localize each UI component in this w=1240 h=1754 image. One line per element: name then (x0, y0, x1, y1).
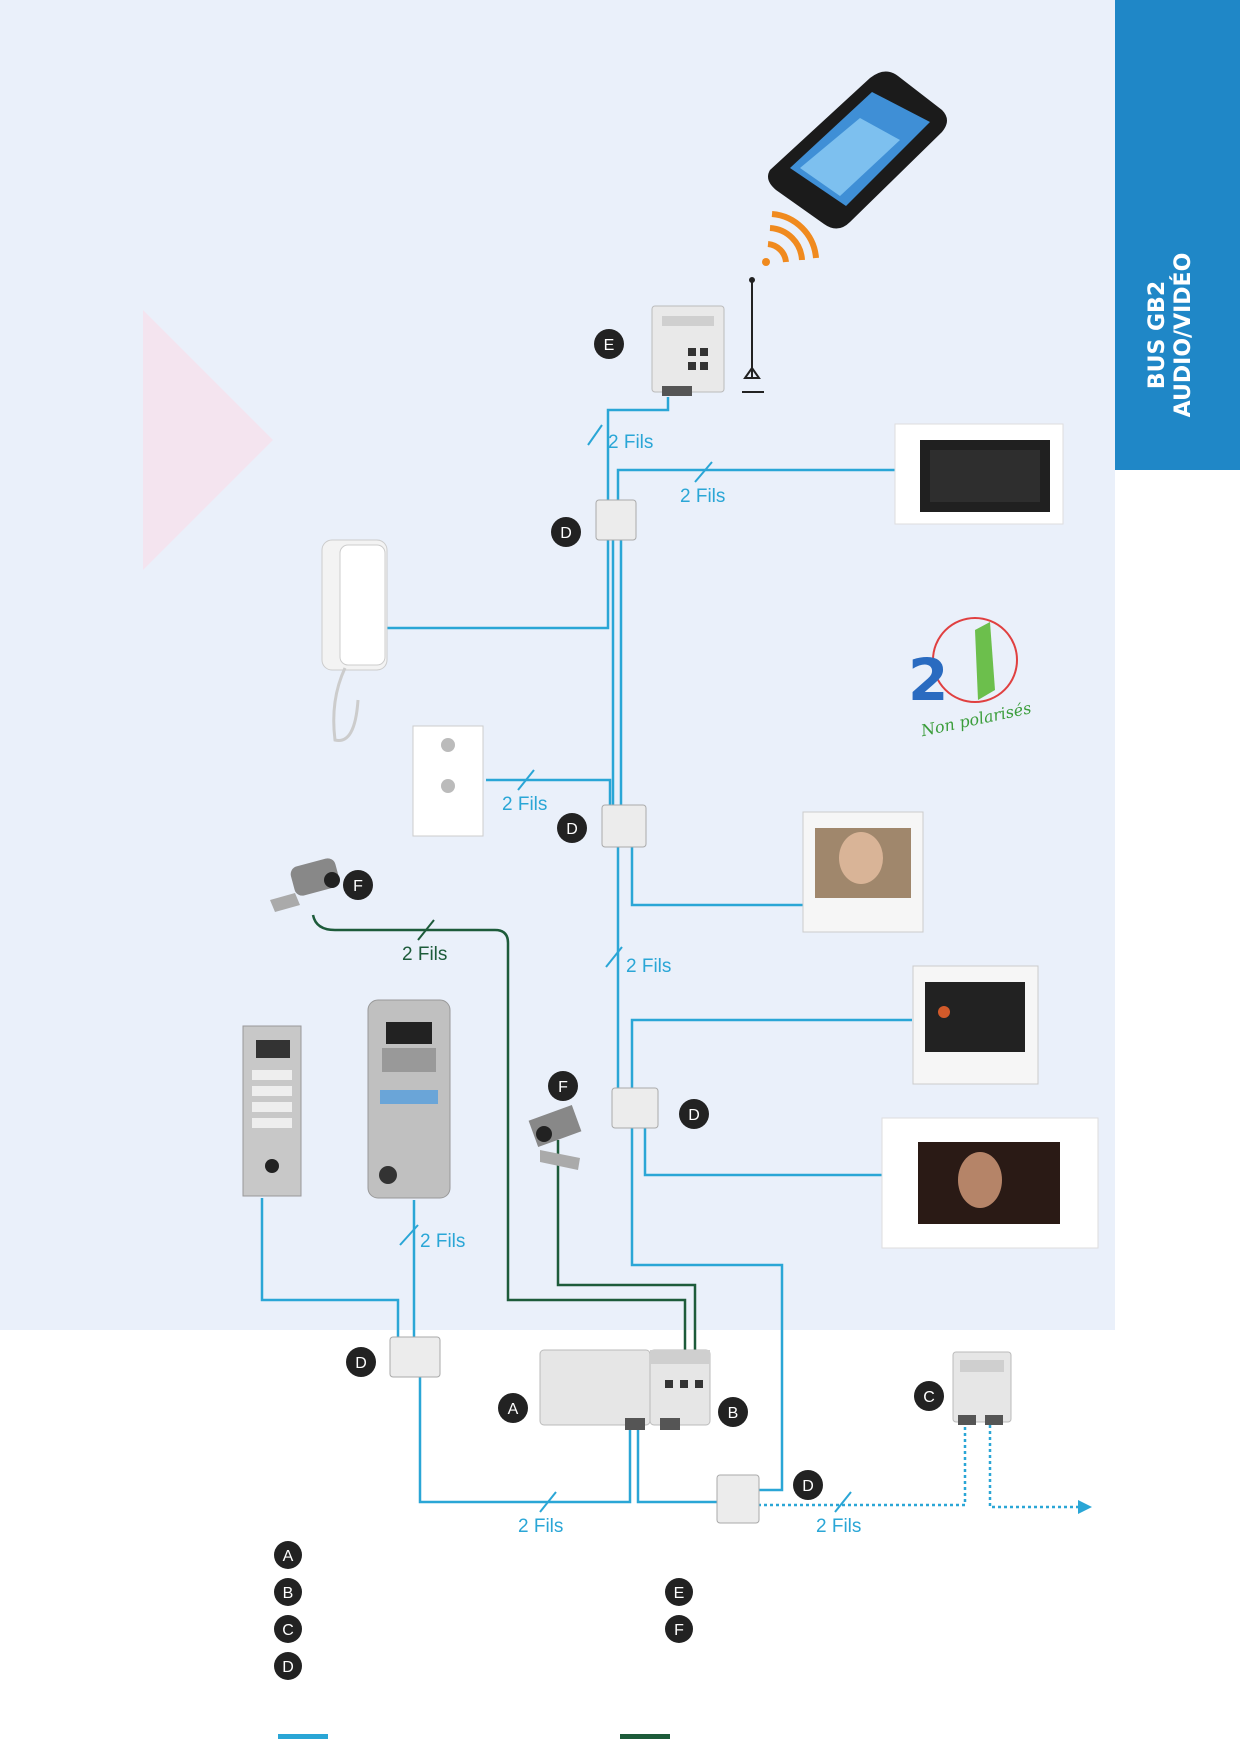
continuation-arrow-icon (1078, 1500, 1092, 1514)
marker-e: E (604, 337, 615, 354)
wire-camera1-b (311, 914, 687, 1352)
non-polarized-badge: 2 Non polarisés (908, 617, 1033, 740)
splitter-d5 (716, 1474, 760, 1524)
power-supply-a-b (539, 1349, 711, 1430)
marker-f2: F (558, 1079, 568, 1096)
camera-1 (270, 858, 340, 912)
camera-wires (311, 914, 697, 1352)
wire-camera2-b (556, 1140, 697, 1352)
wall-push-panel (412, 725, 484, 837)
legend-marker-d: D (282, 1659, 294, 1676)
wire-d5-c (758, 1425, 967, 1507)
marker-d3: D (688, 1107, 700, 1124)
splitter-d2 (601, 804, 647, 848)
decorative-triangle (143, 310, 273, 570)
markers: E D D F F D D A B C D A B C D E F (274, 329, 944, 1680)
monitor-touchscreen-1 (894, 423, 1064, 525)
wire-e-d1 (606, 397, 670, 508)
marker-d5: D (802, 1478, 814, 1495)
legend-marker-e: E (674, 1585, 685, 1602)
wire-label-4: 2 Fils (626, 956, 671, 977)
splitter-d1 (595, 499, 637, 541)
wire-d4-a (418, 1375, 632, 1504)
marker-a: A (508, 1401, 519, 1418)
marker-f1: F (353, 878, 363, 895)
wire-label-5: 2 Fils (420, 1231, 465, 1252)
wire-label-6: 2 Fils (518, 1516, 563, 1537)
wire-d3-monitor4 (643, 1125, 882, 1177)
splitter-d4 (389, 1336, 441, 1378)
wire-station1-d4 (260, 1198, 400, 1338)
wire-d3-d5 (630, 1128, 784, 1492)
diagram-background (0, 0, 1115, 1330)
antenna-icon (742, 277, 764, 393)
wire-d1-handset (385, 536, 610, 630)
section-tab (1115, 0, 1240, 470)
smartphone (768, 71, 947, 229)
legend-marker-a: A (283, 1548, 294, 1565)
marker-d4: D (355, 1355, 367, 1372)
wire-label-1: 2 Fils (608, 432, 653, 453)
legend-marker-f: F (674, 1622, 684, 1639)
splitter-d3 (611, 1087, 659, 1129)
wire-c-out (988, 1425, 1080, 1509)
marker-b: B (728, 1405, 739, 1422)
monitor-video-4 (881, 1117, 1099, 1249)
legend-bus-line (278, 1734, 328, 1739)
marker-d1: D (560, 525, 572, 542)
wire-d1-monitor1 (616, 468, 898, 508)
camera-2 (528, 1104, 582, 1170)
wire-slashes (399, 424, 852, 1513)
wire-label-7: 2 Fils (816, 1516, 861, 1537)
legend-marker-b: B (283, 1585, 294, 1602)
door-station-2 (367, 999, 451, 1199)
wire-label-2: 2 Fils (680, 486, 725, 507)
marker-d2: D (566, 821, 578, 838)
module-e (651, 305, 725, 396)
marker-c: C (923, 1389, 935, 1406)
badge-number: 2 (908, 646, 948, 714)
monitor-video-3 (912, 965, 1039, 1085)
wire-panel-d2 (486, 778, 612, 808)
legend-marker-c: C (282, 1622, 294, 1639)
module-c (952, 1351, 1012, 1425)
wire-label-camera: 2 Fils (402, 944, 447, 965)
wire-d2-monitor2 (630, 845, 805, 907)
splitters (389, 499, 760, 1524)
monitor-video-2 (802, 811, 924, 933)
wire-label-3: 2 Fils (502, 794, 547, 815)
wire-a-d5 (636, 1430, 718, 1504)
handset-intercom (321, 539, 388, 742)
wifi-icon (762, 211, 819, 266)
wire-labels: 2 Fils 2 Fils 2 Fils 2 Fils 2 Fils 2 Fil… (420, 432, 861, 1537)
bus-wires (260, 397, 1080, 1509)
door-station-1 (242, 1025, 302, 1197)
legend-camera-line (620, 1734, 670, 1739)
wire-d3-monitor3 (630, 1018, 912, 1090)
